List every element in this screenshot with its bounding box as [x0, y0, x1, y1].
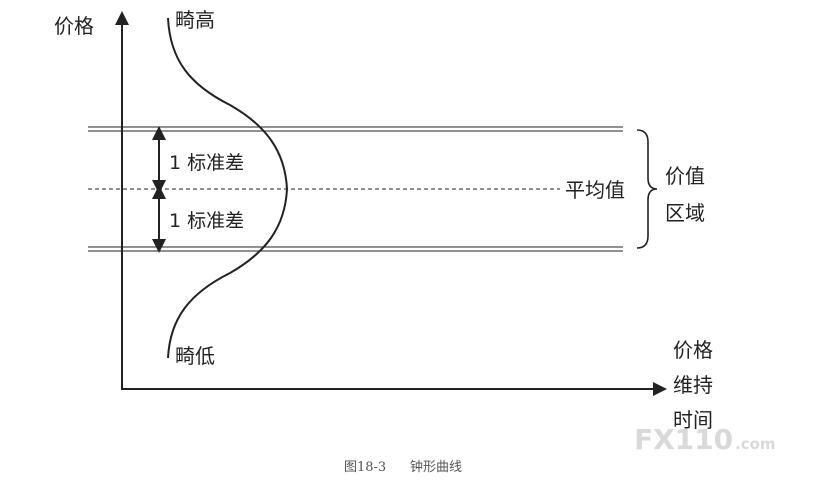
- figure-title: 钟形曲线: [410, 459, 462, 475]
- label-extreme-high: 畸高: [175, 8, 215, 32]
- x-axis-label-line-2: 维持: [673, 373, 713, 397]
- x-axis-label-line-3: 时间: [673, 408, 713, 432]
- watermark-logo: FX110 .com: [634, 423, 776, 456]
- watermark-suffix: .com: [735, 435, 776, 453]
- value-zone-line-2: 区域: [665, 201, 705, 225]
- x-axis-label-line-1: 价格: [673, 338, 713, 362]
- lower-bound-line: [88, 246, 623, 252]
- label-std-upper: 1 标准差: [169, 152, 244, 174]
- label-extreme-low: 畸低: [175, 344, 215, 368]
- y-axis-label: 价格: [54, 14, 94, 38]
- label-std-lower: 1 标准差: [169, 210, 244, 232]
- upper-bound-line: [88, 126, 623, 132]
- bell-curve: [167, 17, 289, 359]
- value-zone-brace: [636, 129, 658, 249]
- figure-number: 图18-3: [344, 460, 386, 475]
- watermark-main: FX110: [634, 423, 733, 456]
- value-zone-line-1: 价值: [665, 164, 705, 188]
- label-mean: 平均值: [565, 178, 625, 202]
